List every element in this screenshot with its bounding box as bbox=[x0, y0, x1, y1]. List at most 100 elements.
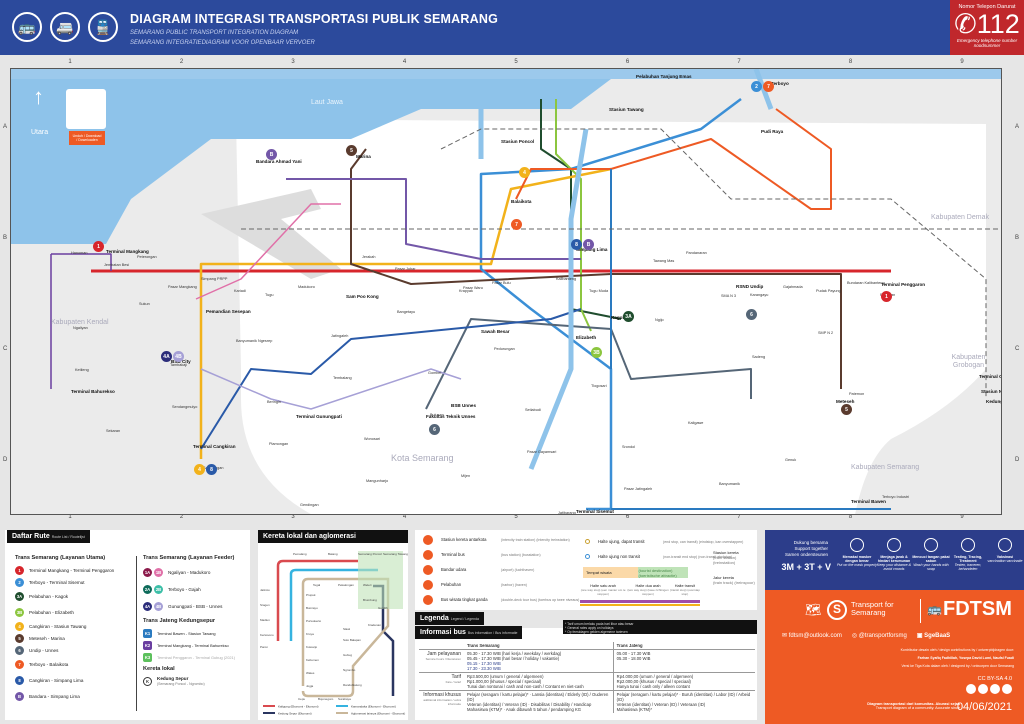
route-badge: K3 bbox=[143, 652, 152, 662]
rail-station-label: Wates bbox=[306, 671, 315, 675]
sgebaas-link[interactable]: ▣ SgeBaaS bbox=[916, 633, 951, 639]
route-badge: 4 bbox=[15, 621, 24, 631]
emergency-number[interactable]: 112 bbox=[976, 9, 1020, 39]
fdtsm-logo: FDTSM bbox=[943, 598, 1012, 620]
station-label: Gombel bbox=[428, 371, 442, 375]
instagram-link[interactable]: ◎ @transportforsmg bbox=[851, 633, 907, 639]
tj-info: Hanya tunai / cash only / alleen contant bbox=[616, 684, 690, 689]
qr-code[interactable] bbox=[66, 89, 106, 129]
grid-col-label: 4 bbox=[402, 514, 407, 520]
email-link[interactable]: ✉ fdtsm@outlook.com bbox=[782, 633, 842, 639]
train-station-icon bbox=[423, 534, 433, 545]
station-label: Beringin bbox=[267, 400, 281, 404]
station-label: Pedurungan bbox=[494, 347, 515, 351]
rail-line bbox=[276, 559, 358, 641]
route-badge[interactable]: 4B bbox=[173, 351, 184, 362]
route-name: Undip - Unnes bbox=[29, 647, 59, 653]
emergency-box: Nomor Telepon Darurat ✆112 Emergency tel… bbox=[950, 0, 1024, 55]
route-badge: K1 bbox=[143, 628, 152, 638]
route-badge[interactable]: 6 bbox=[429, 424, 440, 435]
route-badge[interactable]: 8 bbox=[571, 239, 582, 250]
region-grobogan: Kabupaten Grobogan bbox=[951, 354, 986, 369]
grid-row-label: C bbox=[3, 346, 8, 352]
route-badge[interactable]: 3A bbox=[623, 311, 634, 322]
station-major: Terminal Gubug bbox=[979, 374, 1001, 379]
station-label: Madukoro bbox=[298, 285, 315, 289]
route-badge[interactable]: 7 bbox=[763, 81, 774, 92]
station-major: Balaikota bbox=[511, 199, 532, 204]
sea-strip bbox=[11, 69, 1001, 79]
station-label: Mangunharjo bbox=[366, 479, 389, 483]
route-badge[interactable]: 1 bbox=[881, 291, 892, 302]
bus-terminal-icon bbox=[423, 549, 433, 560]
station-label: Sukun bbox=[139, 302, 150, 306]
route-list-title: Daftar Rute Route List / Routelijst bbox=[7, 530, 90, 543]
route-badge: 1A bbox=[143, 568, 152, 577]
route-badge[interactable]: 4 bbox=[519, 167, 530, 178]
route-badge[interactable]: 2 bbox=[751, 81, 762, 92]
route-item[interactable]: 6 Undip - Unnes bbox=[15, 644, 133, 656]
route-badge: K2 bbox=[143, 640, 152, 650]
grid-col-label: 1 bbox=[68, 59, 72, 65]
station-label: Gendingan bbox=[300, 503, 319, 507]
station-label: Mijen bbox=[461, 474, 471, 478]
route-badge[interactable]: 4A bbox=[161, 351, 172, 362]
route-badge[interactable]: 7 bbox=[511, 219, 522, 230]
route-badge[interactable]: 5 bbox=[346, 145, 357, 156]
route-badge: 6 bbox=[15, 645, 24, 655]
north-arrow-icon: ↑ bbox=[33, 84, 44, 109]
ts-info: Mahasiswa (KTM)* · Anak dibawah 5 tahun … bbox=[467, 707, 582, 712]
station-label: Ngijo bbox=[655, 318, 664, 322]
route-line bbox=[555, 99, 592, 332]
station-label: Pasar Waru bbox=[463, 286, 483, 290]
route-badge[interactable]: 5 bbox=[841, 404, 852, 415]
grid-row-label: A bbox=[3, 124, 8, 130]
contrib-label: Kontributor desain oleh / design contrib… bbox=[900, 648, 1014, 652]
route-name: Cangkiran - Simpang Lima bbox=[29, 677, 84, 683]
station-major: RSND Undip bbox=[736, 284, 764, 289]
route-badge[interactable]: 4 bbox=[194, 464, 205, 475]
route-badge[interactable]: B bbox=[583, 239, 594, 250]
rail-station-label: Batang bbox=[328, 552, 338, 556]
station-label: Krapyak bbox=[459, 289, 473, 293]
grid-col-label: 4 bbox=[402, 59, 407, 65]
station-major: Terboyo bbox=[771, 81, 789, 86]
station-major: Pemandian Sesepan bbox=[206, 309, 251, 314]
route-badge: 5 bbox=[15, 633, 24, 643]
stop-type: Halte transit(transit stop) (overstap st… bbox=[669, 584, 700, 596]
station-major: Meteseh bbox=[836, 399, 855, 404]
route-badge[interactable]: B bbox=[266, 149, 277, 160]
route-badge[interactable]: 1 bbox=[93, 241, 104, 252]
station-major: Pelabuhan Tanjung Emas bbox=[636, 74, 692, 79]
rail-station-label: Gundih bbox=[378, 606, 388, 610]
sample-line bbox=[580, 600, 700, 603]
route-badge[interactable]: 3B bbox=[591, 347, 602, 358]
legend-panel: Stasiun kereta antarkota(intercity train… bbox=[415, 530, 757, 610]
station-major: Sam Poo Kong bbox=[346, 294, 379, 299]
rail-station-label: Pemalang bbox=[293, 552, 307, 556]
route-badge[interactable]: 6 bbox=[746, 309, 757, 320]
rail-line bbox=[289, 568, 378, 641]
rail-station-label: Jogja bbox=[306, 684, 314, 688]
station-major: Marina bbox=[356, 154, 371, 159]
route-badge[interactable]: 8 bbox=[206, 464, 217, 475]
legend-item: Stasiun kereta antarkota(intercity train… bbox=[423, 532, 579, 547]
station-label: Pasar Gayamsari bbox=[527, 450, 557, 454]
